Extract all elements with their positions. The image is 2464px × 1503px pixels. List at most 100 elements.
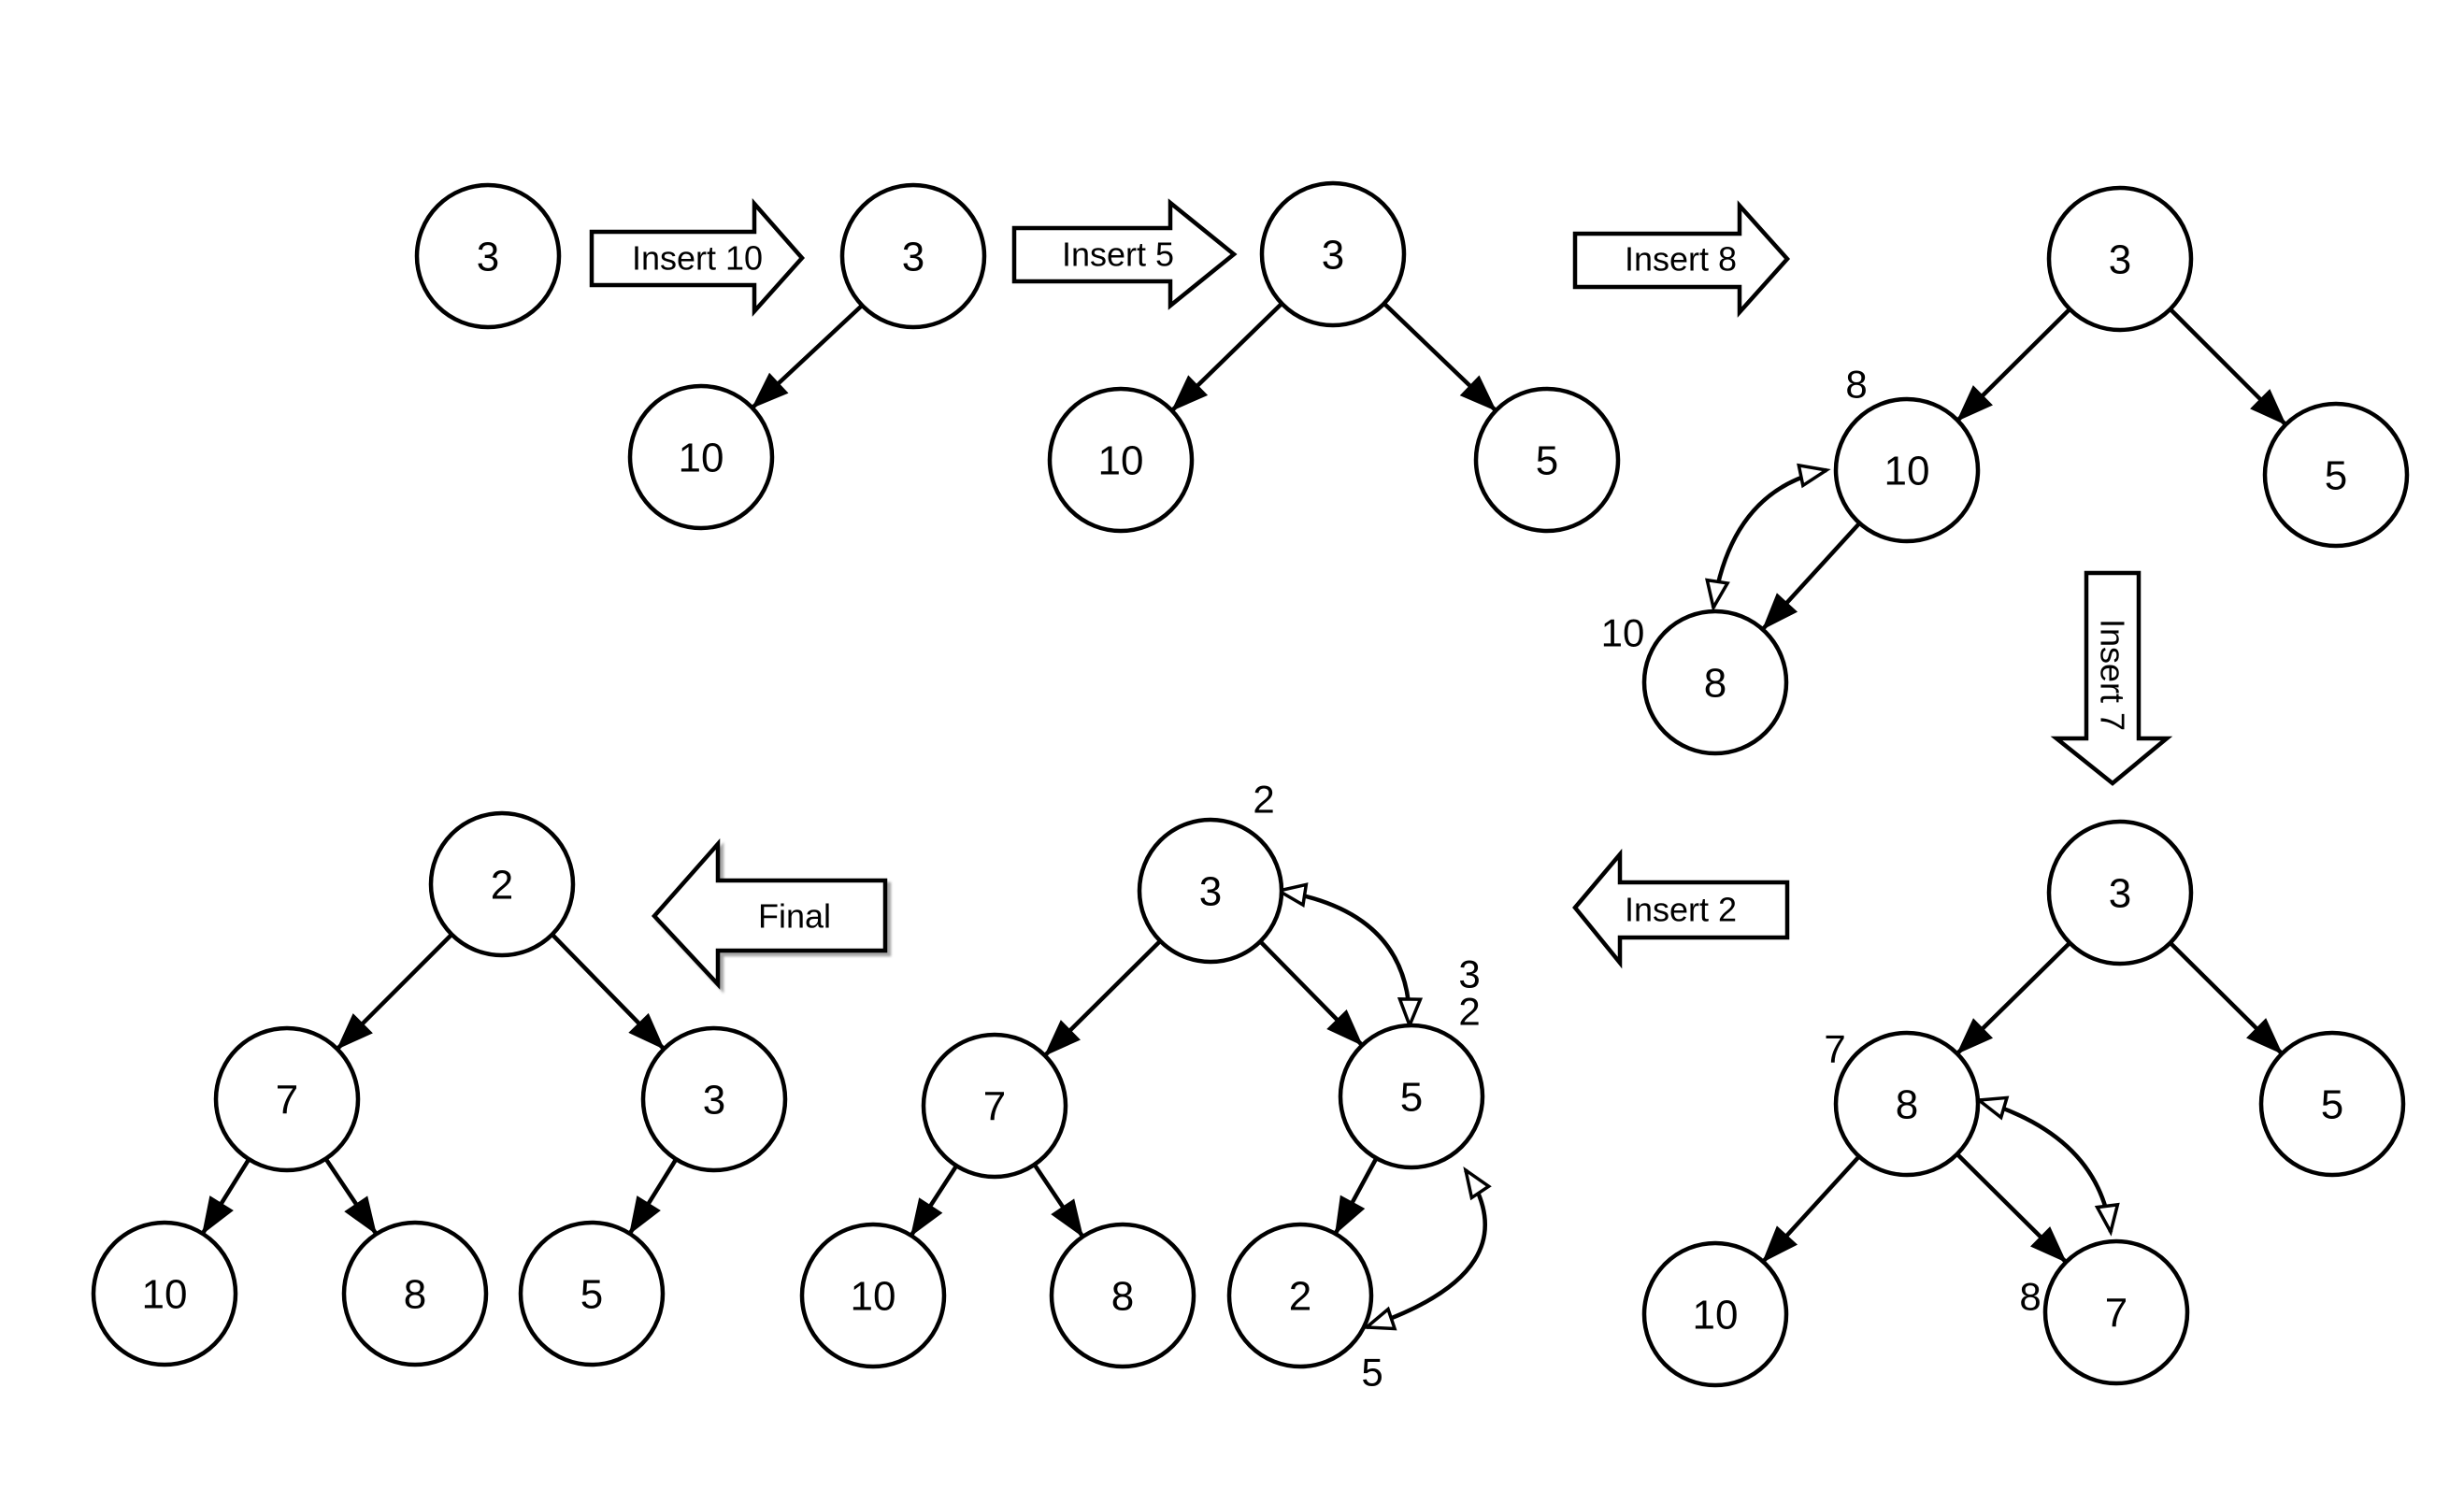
step3-node-3-circle (1259, 180, 1407, 328)
step5-swap-label-8: 8 (2019, 1275, 2041, 1319)
step6-swap-arrow-3-5 (1274, 882, 1424, 1030)
insert-2-arrow-label: Insert 2 (1625, 891, 1737, 929)
step4-node-8-circle (1641, 608, 1789, 756)
step7-node-7-circle (213, 1025, 361, 1173)
step2-node-3-value: 3 (902, 234, 924, 279)
insert-8-arrow-shape (1572, 200, 1791, 318)
step5-edge-8-10 (1760, 1153, 1862, 1265)
step6-node-8-circle (1049, 1222, 1196, 1369)
step7-edge-2-3 (550, 932, 666, 1052)
insert-7-arrow-shape (2050, 570, 2173, 786)
step3-node-3-value: 3 (1322, 232, 1344, 278)
step2-tree: 3 10 (627, 182, 987, 531)
step1-node-3-circle (414, 182, 562, 330)
step6-node-7-circle (921, 1032, 1068, 1180)
step7-tree: 2 7 3 10 8 5 (91, 810, 788, 1367)
step6-swap-label-3: 3 (1458, 952, 1480, 996)
transition-insert-10: Insert 10 (589, 198, 806, 317)
step7-edge-2-7 (335, 932, 454, 1052)
step3-node-10-value: 10 (1098, 437, 1144, 483)
transition-insert-5: Insert 5 (1011, 198, 1238, 310)
step7-node-5-circle (518, 1220, 666, 1367)
step6-swap-label-2: 2 (1253, 778, 1274, 822)
transition-insert-7: Insert 7 (2050, 570, 2173, 786)
step5-node-8-value: 8 (1896, 1081, 1918, 1127)
step5-node-7-value: 7 (2105, 1290, 2127, 1336)
step4-node-5-circle (2262, 401, 2410, 549)
step4-edge-3-10 (1955, 307, 2072, 423)
step6-node-8-value: 8 (1111, 1273, 1134, 1319)
step3-node-10-circle (1047, 386, 1195, 534)
step5-edge-3-5 (2168, 940, 2285, 1056)
step5-node-5-value: 5 (2321, 1081, 2343, 1127)
insert-7-arrow-label: Insert 7 (2093, 619, 2131, 731)
step5-node-3-value: 3 (2109, 870, 2131, 916)
step7-node-10-circle (91, 1220, 238, 1367)
step7-node-8-circle (341, 1220, 489, 1367)
step2-node-3-circle (839, 182, 987, 330)
step7-edge-7-8 (323, 1156, 379, 1237)
step6-edge-7-8 (1032, 1162, 1085, 1239)
step7-node-7-value: 7 (276, 1077, 298, 1123)
step4-tree: 3 10 5 8 8 10 (1601, 185, 2410, 756)
step7-node-2-value: 2 (491, 862, 513, 908)
step6-node-7-value: 7 (983, 1083, 1006, 1129)
step6-swap-arrow-5-2 (1362, 1167, 1492, 1331)
step4-node-3-value: 3 (2109, 236, 2131, 282)
step5-node-3-circle (2046, 819, 2194, 966)
step6-node-5-circle (1338, 1023, 1485, 1170)
step5-node-7-circle (2042, 1238, 2190, 1386)
transition-insert-2: Insert 2 (1572, 848, 1790, 969)
step6-edge-5-2 (1333, 1155, 1379, 1237)
final-arrow-shape (651, 838, 888, 990)
step6-swap-label-2b: 2 (1458, 990, 1480, 1034)
step7-edge-7-10 (200, 1156, 251, 1237)
step5-tree: 3 8 5 10 7 7 8 (1641, 819, 2406, 1388)
step7-node-8-value: 8 (404, 1271, 426, 1317)
step6-node-2-value: 2 (1289, 1273, 1311, 1319)
insert-5-arrow-label: Insert 5 (1062, 236, 1174, 274)
step5-node-8-circle (1833, 1030, 1981, 1178)
step5-swap-label-7: 7 (1824, 1027, 1845, 1071)
step4-node-3-circle (2046, 185, 2194, 333)
insert-8-arrow-label: Insert 8 (1625, 240, 1737, 279)
step6-node-2-circle (1226, 1222, 1374, 1369)
step6-swap-label-5: 5 (1361, 1351, 1382, 1395)
step6-tree: 3 7 5 10 8 2 2 3 2 5 (799, 778, 1492, 1395)
step5-edge-3-8 (1955, 940, 2072, 1056)
step4-edge-10-8 (1760, 521, 1862, 632)
step1-node-3-value: 3 (477, 234, 499, 279)
step3-edge-3-5 (1382, 301, 1498, 413)
step7-node-3-circle (640, 1025, 788, 1173)
insert-10-arrow-shape (589, 198, 806, 317)
insert-2-arrow-shape (1572, 848, 1790, 969)
step7-node-5-value: 5 (580, 1271, 603, 1317)
insert-10-arrow-label: Insert 10 (632, 239, 763, 278)
step2-node-10-circle (627, 383, 775, 531)
step5-edge-8-7 (1955, 1152, 2069, 1265)
step5-node-10-value: 10 (1693, 1292, 1739, 1338)
step6-edge-7-10 (909, 1163, 959, 1238)
step4-node-5-value: 5 (2325, 452, 2347, 498)
step6-node-3-circle (1137, 817, 1284, 965)
step6-edge-3-7 (1042, 938, 1163, 1058)
step5-node-5-circle (2258, 1030, 2406, 1178)
step7-edge-3-5 (627, 1156, 679, 1237)
step6-edge-3-5 (1257, 938, 1365, 1048)
step4-edge-3-5 (2168, 307, 2288, 427)
step6-node-3-value: 3 (1199, 868, 1222, 914)
step4-node-10-circle (1833, 396, 1981, 544)
step4-swap-arrow-8-10 (1705, 463, 1831, 612)
step7-node-10-value: 10 (142, 1271, 188, 1317)
step6-node-10-circle (799, 1222, 947, 1369)
step4-swap-label-8: 8 (1845, 363, 1867, 407)
final-arrow-label: Final (758, 897, 831, 936)
step4-node-10-value: 10 (1884, 448, 1930, 494)
step4-node-8-value: 8 (1704, 660, 1726, 706)
step3-node-5-value: 5 (1536, 437, 1558, 483)
step2-node-10-value: 10 (679, 435, 724, 480)
transition-final: Final (651, 838, 888, 990)
step4-swap-label-10: 10 (1601, 611, 1645, 655)
